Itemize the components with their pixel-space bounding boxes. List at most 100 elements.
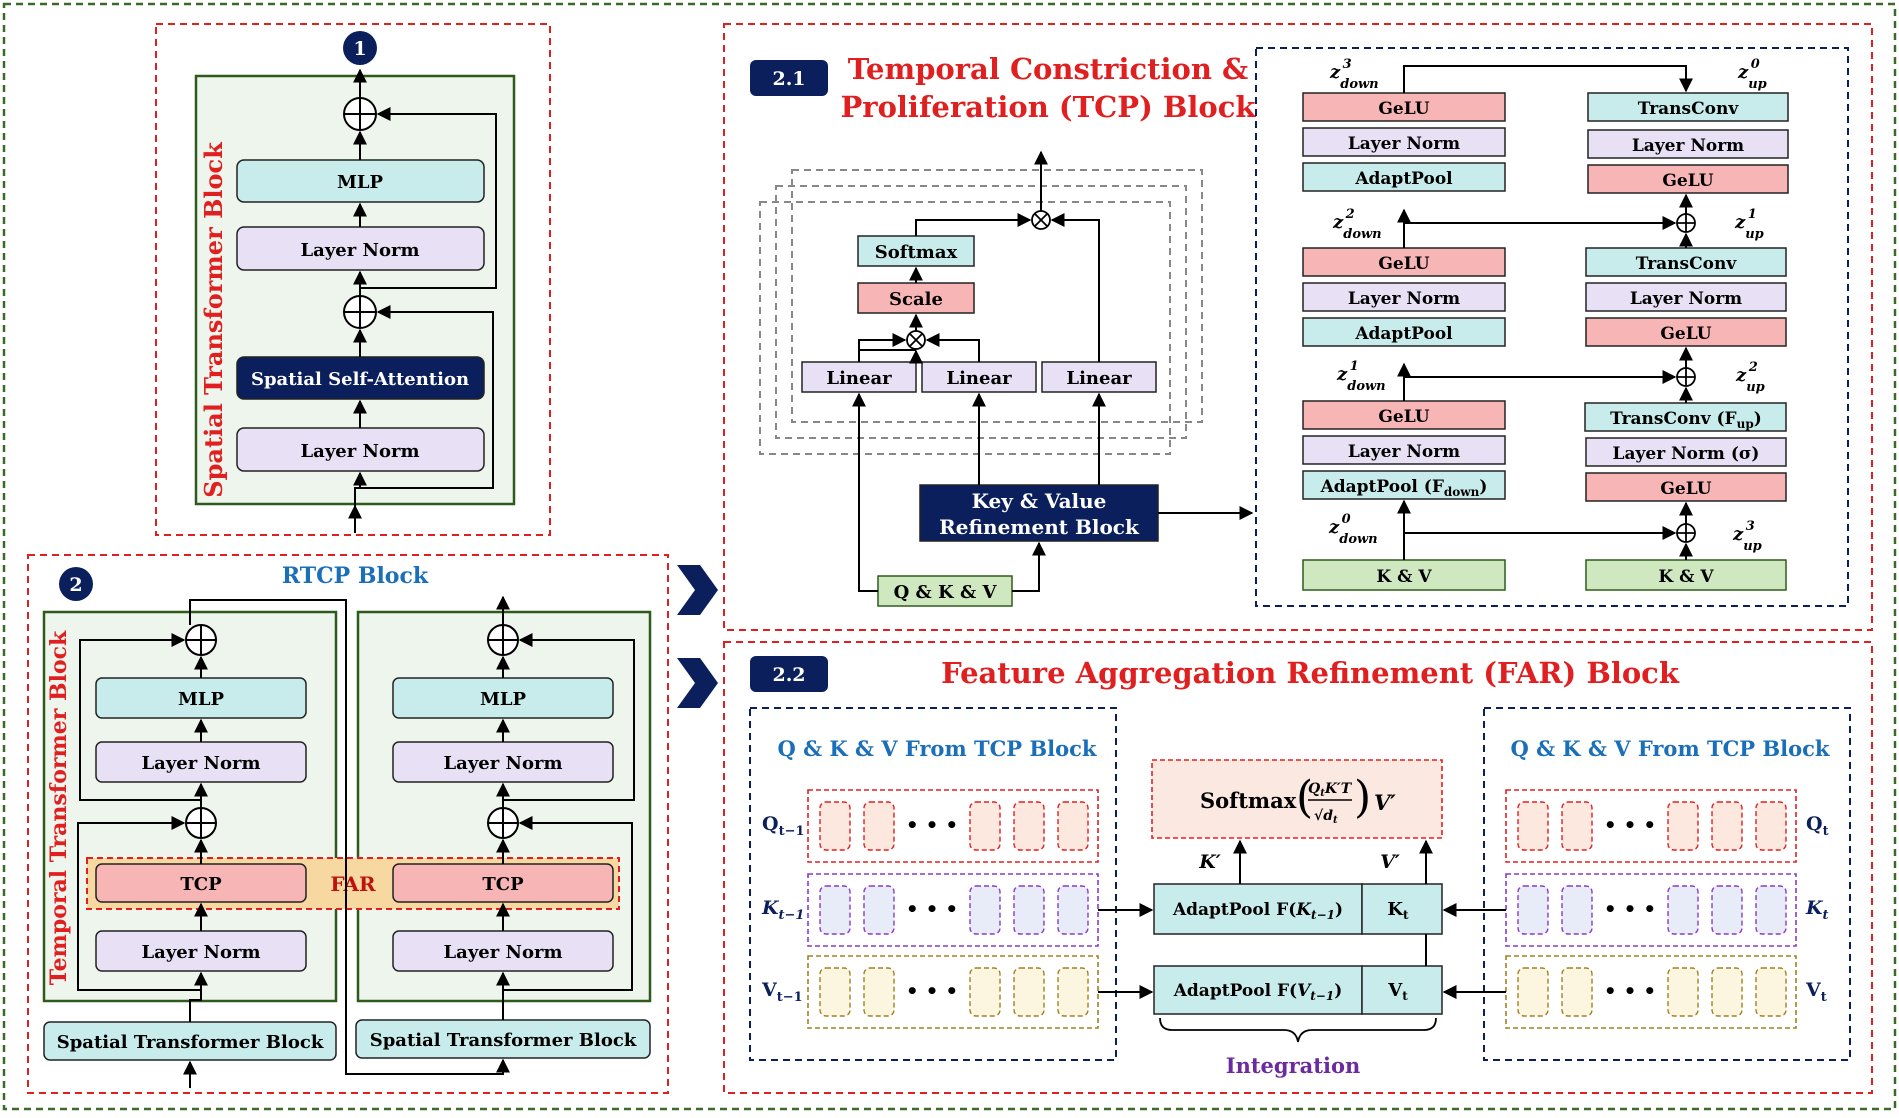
up-gelu-1-box — [1587, 164, 1789, 194]
spatial-add-top-icon — [343, 97, 377, 131]
panel-rtcp: 2 RTCP Block Temporal Transformer Block … — [27, 554, 669, 1094]
up-norm-1-box — [1587, 129, 1789, 159]
z-down-0: zdown0 — [1328, 512, 1378, 547]
head-frame-mid — [775, 185, 1187, 439]
svg-text:• • •: • • • — [1604, 897, 1656, 921]
rtcp-left-norm-top-label: Layer Norm — [142, 753, 261, 774]
down-norm-1-label: Layer Norm — [1348, 134, 1460, 154]
rtcp-left-add-top-icon — [185, 624, 217, 656]
z-up-3: zup3 — [1732, 519, 1762, 554]
z-down-2: zdown2 — [1332, 207, 1382, 242]
far-v-prime: V′ — [1380, 851, 1400, 873]
far-vt-box — [1361, 965, 1443, 1015]
badge-2 — [59, 567, 93, 601]
up-gelu-2-label: GeLU — [1660, 324, 1711, 344]
badge-21 — [750, 60, 828, 96]
z-down-3: zdown3 — [1329, 57, 1379, 92]
up-kv-label: K & V — [1658, 567, 1714, 587]
tcp-arrows — [852, 150, 1254, 592]
z-down-1: zdown1 — [1336, 359, 1386, 394]
up-add-1-icon — [1676, 213, 1696, 233]
down-norm-1-box — [1302, 127, 1506, 157]
far-left-v-label: Vt−1 — [761, 979, 803, 1005]
z-up-0: zup0 — [1737, 57, 1767, 92]
rtcp-right-norm-bottom-label: Layer Norm — [444, 942, 563, 963]
spatial-norm-top-label: Layer Norm — [301, 240, 420, 261]
up-add-3-icon — [1676, 523, 1696, 543]
up-gelu-2-box — [1585, 317, 1787, 347]
far-kt-label: Kt — [1387, 899, 1409, 922]
far-pool-v-box — [1153, 965, 1363, 1015]
tcp-qkv-label: Q & K & V — [894, 582, 998, 603]
far-pool-k-label: AdaptPool F(Kt−1) — [1172, 900, 1343, 922]
down-gelu-2-box — [1302, 247, 1506, 277]
tcp-scale-label: Scale — [889, 289, 943, 310]
far-title: Feature Aggregation Refinement (FAR) Blo… — [941, 656, 1680, 690]
kv-detail-arrows — [1397, 65, 1693, 560]
spatial-add-mid-icon — [343, 295, 377, 329]
far-right-title: Q & K & V From TCP Block — [1511, 736, 1830, 761]
badge-21-label: 2.1 — [772, 68, 805, 90]
down-norm-3-label: Layer Norm — [1348, 442, 1460, 462]
far-formula-numerator: QtK′T — [1308, 781, 1353, 799]
far-right-q-label: Qt — [1806, 813, 1829, 839]
spatial-arrows — [348, 68, 497, 533]
svg-text:• • •: • • • — [906, 897, 958, 921]
up-norm-1-label: Layer Norm — [1632, 136, 1744, 156]
rtcp-right-add-top-icon — [487, 624, 519, 656]
far-kt-box — [1361, 883, 1443, 935]
up-trans-1-box — [1587, 92, 1789, 122]
spatial-attention-label: Spatial Self-Attention — [251, 369, 469, 390]
far-left-k-row: • • • — [807, 873, 1099, 947]
rtcp-arrows — [77, 595, 635, 1088]
rtcp-left-base-label: Spatial Transformer Block — [57, 1032, 324, 1053]
far-integration-label: Integration — [1226, 1053, 1360, 1078]
badge-22 — [750, 656, 828, 692]
up-trans-3-label: TransConv (Fup) — [1610, 409, 1762, 431]
far-paren-right: ) — [1354, 772, 1371, 823]
tcp-linear-1-label: Linear — [826, 368, 892, 389]
down-kv-label: K & V — [1376, 567, 1432, 587]
far-pool-v-label: AdaptPool F(Vt−1) — [1173, 981, 1343, 1003]
down-gelu-3-box — [1302, 400, 1506, 430]
z-up-2: zup2 — [1735, 360, 1765, 395]
badge-2-label: 2 — [69, 574, 82, 596]
up-kv-box — [1585, 559, 1787, 591]
kv-refinement-line1: Key & Value — [972, 489, 1107, 513]
far-band-label: FAR — [330, 872, 376, 896]
down-pool-1-box — [1302, 162, 1506, 192]
down-norm-2-box — [1302, 282, 1506, 312]
far-right-v-row: • • • — [1505, 955, 1797, 1029]
down-norm-2-label: Layer Norm — [1348, 289, 1460, 309]
svg-text:• • •: • • • — [906, 813, 958, 837]
up-norm-2-label: Layer Norm — [1630, 289, 1742, 309]
rtcp-right-norm-top-label: Layer Norm — [444, 753, 563, 774]
rtcp-right-tcp-label: TCP — [482, 874, 524, 895]
down-gelu-1-label: GeLU — [1378, 99, 1429, 119]
tcp-linear-1-box — [801, 361, 917, 393]
tcp-qkv-box — [877, 575, 1013, 607]
rtcp-left-tcp-label: TCP — [180, 874, 222, 895]
down-pool-3-box — [1302, 470, 1506, 500]
integration-brace — [1159, 1017, 1437, 1043]
down-gelu-3-label: GeLU — [1378, 407, 1429, 427]
svg-text:• • •: • • • — [1604, 979, 1656, 1003]
up-gelu-1-label: GeLU — [1662, 171, 1713, 191]
svg-text:• • •: • • • — [1604, 813, 1656, 837]
panel-tcp: 2.1 Temporal Constriction & Proliferatio… — [723, 23, 1873, 631]
far-formula-denominator: √dt — [1314, 808, 1338, 826]
up-trans-1-label: TransConv — [1638, 99, 1740, 119]
spatial-norm-bottom-label: Layer Norm — [301, 441, 420, 462]
svg-text:• • •: • • • — [906, 979, 958, 1003]
down-pool-2-box — [1302, 317, 1506, 347]
down-norm-3-box — [1302, 435, 1506, 465]
up-norm-2-box — [1585, 282, 1787, 312]
chevron-right-icon — [677, 565, 718, 615]
rtcp-right-add-mid-icon — [487, 807, 519, 839]
far-left-q-label: Qt−1 — [762, 813, 805, 839]
badge-1-label: 1 — [353, 38, 366, 60]
far-right-k-label: Kt — [1805, 897, 1829, 923]
down-pool-1-label: AdaptPool — [1354, 169, 1453, 189]
